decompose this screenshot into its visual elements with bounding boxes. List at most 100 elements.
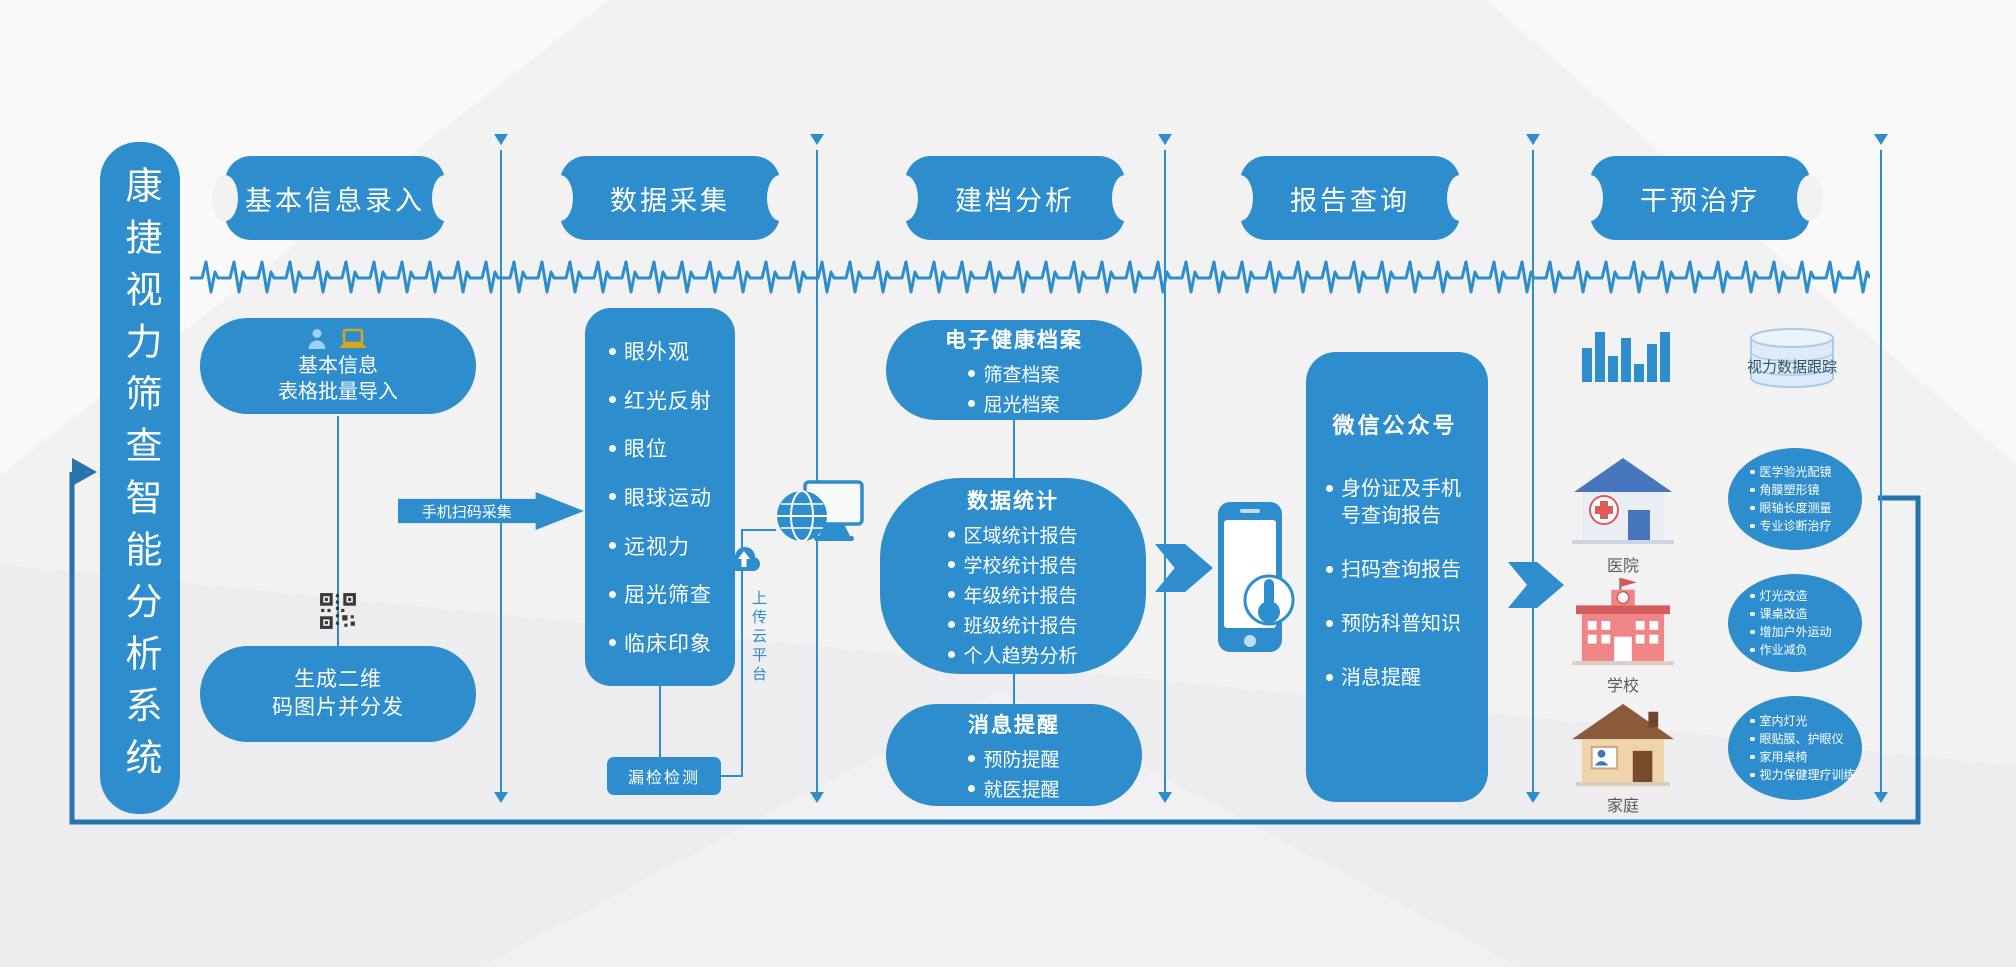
hospital-item: 医学验光配镜 <box>1759 465 1832 479</box>
message-reminder-items: 预防提醒 就医提醒 <box>968 745 1060 802</box>
import-icons <box>307 328 369 350</box>
list-item: 室内灯光 <box>1750 712 1808 730</box>
list-item: 作业减负 <box>1750 641 1808 659</box>
family-measures-oval: 室内灯光 眼贴膜、护眼仪 家用桌椅 视力保健理疗训练 <box>1728 696 1862 800</box>
list-item: 眼外观 <box>609 336 690 366</box>
list-item: 筛查档案 <box>968 360 1060 387</box>
list-item: 预防提醒 <box>968 745 1060 772</box>
bullet-icon <box>1750 469 1755 475</box>
school-icon <box>1572 577 1674 666</box>
ehr-item: 屈光档案 <box>983 394 1060 416</box>
bullet-icon <box>968 399 976 407</box>
header-data-collection: 数据采集 <box>560 156 780 240</box>
screening-item: 临床印象 <box>624 632 712 656</box>
laptop-icon <box>339 328 367 348</box>
stats-item: 学校统计报告 <box>963 555 1078 577</box>
list-item: 消息提醒 <box>1326 665 1421 692</box>
list-item: 课桌改造 <box>1750 605 1808 623</box>
stats-item: 个人趋势分析 <box>963 645 1078 667</box>
screening-item: 眼外观 <box>624 341 690 364</box>
list-item: 家用桌椅 <box>1750 748 1808 766</box>
bullet-icon <box>609 444 616 452</box>
list-item: 个人趋势分析 <box>948 641 1078 668</box>
list-item: 视力保健理疗训练 <box>1750 766 1856 784</box>
bullet-icon <box>1750 754 1755 760</box>
upload-cloud-label: 上传云平台 <box>750 590 767 685</box>
list-item: 班级统计报告 <box>948 611 1078 638</box>
header-label: 基本信息录入 <box>245 185 425 216</box>
bullet-icon <box>609 493 616 501</box>
family-item: 视力保健理疗训练 <box>1759 768 1856 782</box>
family-item: 家用桌椅 <box>1759 750 1808 764</box>
bullet-icon <box>609 590 616 598</box>
statistics-title: 数据统计 <box>967 489 1059 513</box>
list-item: 眼贴膜、护眼仪 <box>1750 730 1844 748</box>
bullet-icon <box>1750 772 1755 778</box>
bullet-icon <box>609 542 616 550</box>
list-item: 眼位 <box>609 433 668 463</box>
column-separator <box>810 134 824 803</box>
wechat-item: 预防科普知识 <box>1341 613 1461 635</box>
qr-generate-box: 生成二维 码图片并分发 <box>200 646 476 742</box>
ehr-item: 筛查档案 <box>983 364 1060 386</box>
bullet-icon <box>1750 487 1755 493</box>
bullet-icon <box>1326 674 1333 681</box>
list-item: 红光反射 <box>609 385 712 415</box>
qr-code-icon <box>320 593 356 629</box>
list-item: 就医提醒 <box>968 775 1060 802</box>
wechat-item: 扫码查询报告 <box>1341 559 1461 581</box>
hospital-item: 专业诊断治疗 <box>1759 519 1832 533</box>
column-separator <box>1526 134 1540 803</box>
list-item: 预防科普知识 <box>1326 611 1461 638</box>
header-archive-analysis: 建档分析 <box>905 156 1125 240</box>
header-label: 数据采集 <box>610 185 730 216</box>
vision-data-tracking-label: 视力数据跟踪 <box>1746 359 1837 376</box>
screening-item: 红光反射 <box>624 389 712 413</box>
list-item: 屈光档案 <box>968 390 1060 417</box>
list-item: 眼轴长度测量 <box>1750 499 1832 517</box>
list-item: 专业诊断治疗 <box>1750 517 1832 535</box>
wechat-account-box: 微信公众号 身份证及手机号查询报告 扫码查询报告 预防科普知识 消息提醒 <box>1306 352 1488 802</box>
hospital-measures-oval: 医学验光配镜 角膜塑形镜 眼轴长度测量 专业诊断治疗 <box>1728 448 1862 550</box>
notify-item: 就医提醒 <box>983 779 1060 801</box>
hospital-icon <box>1572 458 1674 544</box>
hospital-label: 医院 <box>1606 558 1639 575</box>
scan-arrow-label: 手机扫码采集 <box>421 503 512 521</box>
basic-info-import-box: 基本信息 表格批量导入 <box>200 318 476 414</box>
feedback-loop-arrowhead <box>72 458 97 486</box>
hospital-item: 眼轴长度测量 <box>1759 501 1832 515</box>
column-separator <box>494 134 508 803</box>
import-box-line1: 基本信息 <box>298 354 378 377</box>
recheck-label: 漏检检测 <box>627 770 700 787</box>
list-item: 眼球运动 <box>609 482 712 512</box>
bullet-icon <box>1750 505 1755 511</box>
system-title: 康捷视力筛查智能分析系统 <box>120 166 161 790</box>
screening-item: 眼球运动 <box>624 486 712 510</box>
stats-item: 年级统计报告 <box>963 585 1078 607</box>
bullet-icon <box>1750 611 1755 617</box>
stats-item: 班级统计报告 <box>963 615 1078 637</box>
bullet-icon <box>609 396 616 404</box>
header-label: 干预治疗 <box>1640 185 1760 216</box>
import-box-line2: 表格批量导入 <box>278 380 398 403</box>
phone-touch-icon <box>1218 502 1295 652</box>
list-item: 身份证及手机号查询报告 <box>1326 476 1464 530</box>
bullet-icon <box>968 754 976 762</box>
bullet-icon <box>968 784 976 792</box>
bullet-icon <box>948 530 956 538</box>
list-item: 临床印象 <box>609 628 712 658</box>
family-item: 眼贴膜、护眼仪 <box>1759 732 1844 746</box>
column-separator <box>1874 134 1888 803</box>
screening-item: 远视力 <box>624 535 690 559</box>
statistics-items: 区域统计报告 学校统计报告 年级统计报告 班级统计报告 个人趋势分析 <box>948 521 1078 668</box>
wechat-title: 微信公众号 <box>1332 413 1458 438</box>
bullet-icon <box>1750 718 1755 724</box>
bullet-icon <box>948 560 956 568</box>
bullet-icon <box>968 369 976 377</box>
statistics-box: 数据统计 区域统计报告 学校统计报告 年级统计报告 班级统计报告 个人趋势分析 <box>880 478 1146 674</box>
ecg-heartbeat-line <box>190 260 1870 294</box>
stats-item: 区域统计报告 <box>963 525 1078 547</box>
list-item: 灯光改造 <box>1750 587 1808 605</box>
header-report-query: 报告查询 <box>1240 156 1460 240</box>
